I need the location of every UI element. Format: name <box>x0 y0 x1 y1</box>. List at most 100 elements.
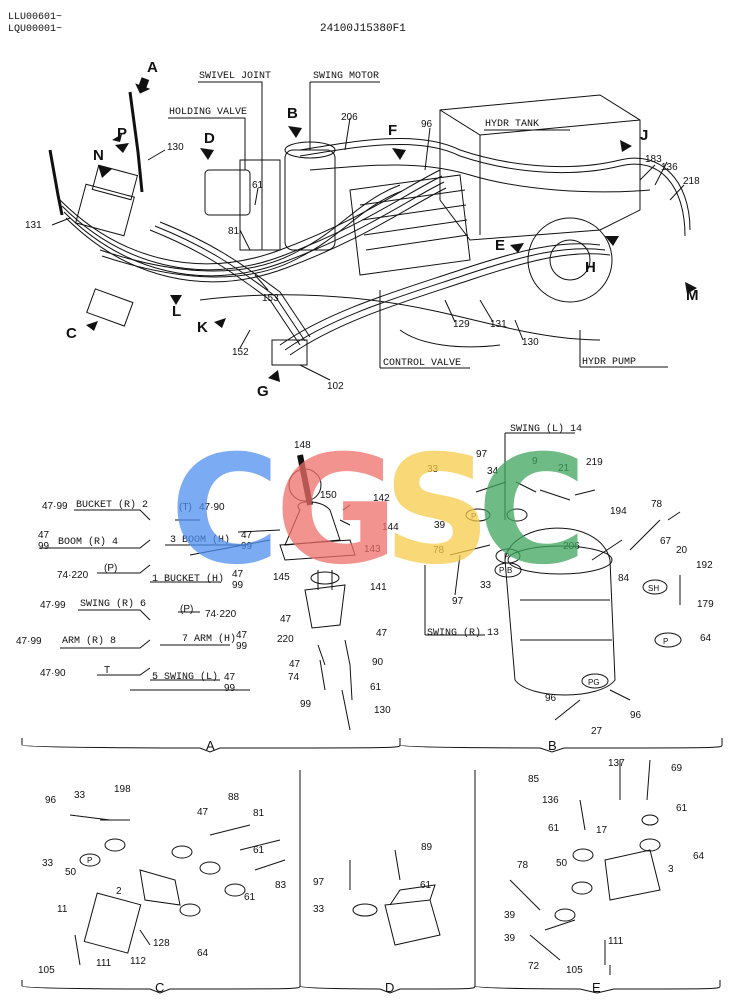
e-part-61a: 61 <box>548 823 560 834</box>
a-part-130: 130 <box>374 705 391 716</box>
section-b-drawing <box>424 432 682 721</box>
d-part-97: 97 <box>313 877 325 888</box>
ref-96: 96 <box>421 119 433 130</box>
serial-range-1: LLU00601~ <box>8 12 63 23</box>
c-part-2: 2 <box>116 886 122 897</box>
a-ref-6: 47 99 <box>232 569 244 591</box>
c-part-61a: 61 <box>253 845 265 856</box>
a-port-p2: (P) <box>180 604 194 615</box>
ref-81: 81 <box>228 226 240 237</box>
a-ref-8: 74·220 <box>205 609 237 620</box>
ref-152: 152 <box>232 347 249 358</box>
b-part-33a: 33 <box>427 464 439 475</box>
a-port-bucket-r: BUCKET (R) 2 <box>76 500 149 511</box>
view-letter-n: N <box>93 147 104 164</box>
e-part-72: 72 <box>528 961 540 972</box>
view-letter-p: P <box>117 125 128 142</box>
c-part-11: 11 <box>57 904 68 915</box>
e-part-136: 136 <box>542 795 559 806</box>
a-port-boom-r: BOOM (R) 4 <box>58 537 119 548</box>
watermark-letter-1: C <box>170 424 281 598</box>
a-part-90: 90 <box>372 657 384 668</box>
b-part-97a: 97 <box>476 449 488 460</box>
b-part-33b: 33 <box>480 580 492 591</box>
a-part-145: 145 <box>273 572 290 583</box>
c-part-105: 105 <box>38 965 55 976</box>
ref-136: 136 <box>661 162 678 173</box>
e-part-3: 3 <box>668 864 674 875</box>
section-c-caption: C <box>155 980 165 995</box>
a-ref-2: 47·90 <box>199 502 225 513</box>
d-part-61: 61 <box>420 880 432 891</box>
b-part-84: 84 <box>618 573 630 584</box>
ref-130b: 130 <box>522 337 539 348</box>
view-letter-j: J <box>640 127 649 144</box>
c-part-81: 81 <box>253 808 265 819</box>
e-part-137: 137 <box>608 758 625 769</box>
e-part-85: 85 <box>528 774 540 785</box>
b-part-219: 219 <box>586 457 603 468</box>
c-part-111: 111 <box>96 958 112 969</box>
ref-131b: 131 <box>490 319 507 330</box>
b-part-64: 64 <box>700 633 712 644</box>
b-port-p2: P <box>504 552 510 561</box>
c-part-96: 96 <box>45 795 57 806</box>
a-part-61: 61 <box>370 682 382 693</box>
a-ref-11: 47·90 <box>40 668 66 679</box>
b-port-pg: PG <box>588 678 600 687</box>
a-ref-7: 47·99 <box>40 600 66 611</box>
section-brackets <box>21 738 723 994</box>
b-part-206: 206 <box>563 541 580 552</box>
e-part-39b: 39 <box>504 933 516 944</box>
a-part-150: 150 <box>320 490 337 501</box>
section-a-caption: A <box>206 738 215 753</box>
b-part-39: 39 <box>434 520 446 531</box>
b-part-96a: 96 <box>545 693 557 704</box>
a-part-144: 144 <box>382 522 399 533</box>
watermark-letter-2: G <box>275 424 399 598</box>
b-part-34: 34 <box>487 466 499 477</box>
b-part-67: 67 <box>660 536 672 547</box>
ref-206: 206 <box>341 112 358 123</box>
e-part-39a: 39 <box>504 910 516 921</box>
watermark-letter-3: S <box>383 424 492 598</box>
ref-153: 153 <box>262 293 279 304</box>
a-part-99: 99 <box>300 699 312 710</box>
a-part-47a: 47 <box>280 614 292 625</box>
a-part-47c: 47 <box>289 659 301 670</box>
c-part-83: 83 <box>275 880 287 891</box>
label-swing-motor: SWING MOTOR <box>313 71 380 82</box>
view-letter-h: H <box>585 259 596 276</box>
a-ref-1: 47·99 <box>42 501 68 512</box>
section-e-drawing <box>509 759 661 975</box>
section-e-caption: E <box>592 980 601 995</box>
c-part-64: 64 <box>197 948 209 959</box>
b-port-pb: P·B <box>499 566 513 575</box>
b-part-9: 9 <box>532 456 538 467</box>
section-b-caption: B <box>548 738 557 753</box>
a-port-bucket-h: 1 BUCKET (H) <box>152 574 225 585</box>
a-part-143: 143 <box>364 544 381 555</box>
a-port-t: (T) <box>179 502 192 513</box>
b-port-p3: P <box>663 637 669 646</box>
c-part-33a: 33 <box>74 790 86 801</box>
section-a-drawing <box>40 454 356 731</box>
b-part-21: 21 <box>558 463 570 474</box>
a-ref-12: 47 99 <box>224 672 236 694</box>
b-part-20: 20 <box>676 545 688 556</box>
c-part-33b: 33 <box>42 858 54 869</box>
e-part-17: 17 <box>596 825 608 836</box>
ref-131: 131 <box>25 220 42 231</box>
e-part-69: 69 <box>671 763 683 774</box>
a-ref-9: 47·99 <box>16 636 42 647</box>
a-ref-3: 47 99 <box>38 530 50 552</box>
a-ref-4: 47 99 <box>241 530 253 552</box>
d-part-33: 33 <box>313 904 325 915</box>
ref-183: 183 <box>645 154 662 165</box>
view-letter-g: G <box>257 383 269 400</box>
b-part-179: 179 <box>697 599 714 610</box>
b-swing-r-label: SWING (R) 13 <box>427 628 500 639</box>
b-part-27: 27 <box>591 726 603 737</box>
